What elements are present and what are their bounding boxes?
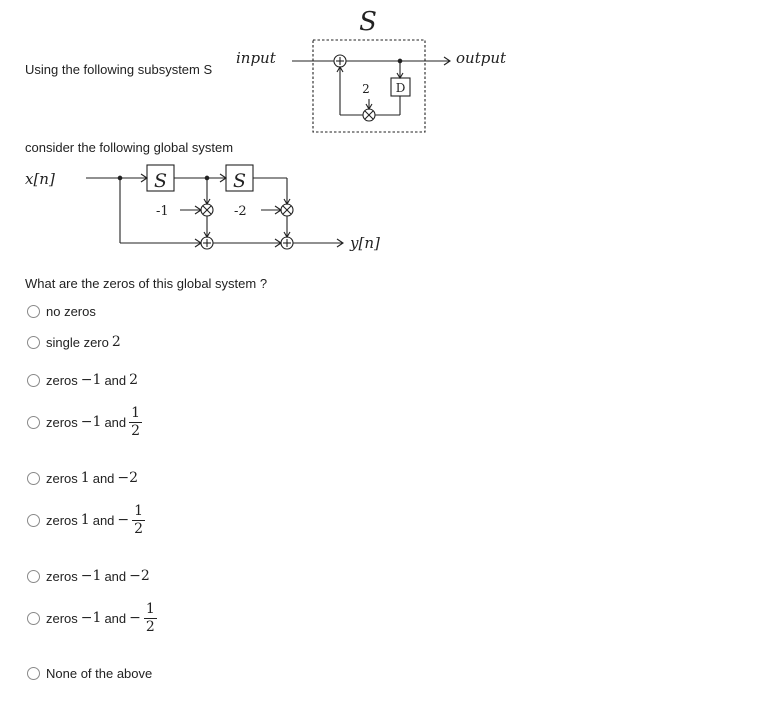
option-zeros-m1-and-mhalf[interactable]: zeros −1 and − 1 2: [27, 602, 157, 634]
option-label: None of the above: [46, 666, 153, 681]
fraction: 1 2: [129, 405, 143, 439]
fraction-bar: [143, 617, 157, 619]
option-label: zeros: [46, 372, 78, 388]
option-zeros-1-and-m2[interactable]: zeros 1 and −2: [27, 470, 141, 486]
option-joiner: and: [104, 610, 127, 626]
radio-button[interactable]: [27, 335, 40, 349]
zero-value-b: −2: [117, 470, 139, 486]
option-label: zeros: [46, 470, 78, 486]
subsystem-output-label: output: [456, 49, 507, 67]
gain-2: -2: [234, 204, 247, 219]
minus-sign: −: [129, 610, 141, 627]
option-no-zeros[interactable]: no zeros: [27, 304, 96, 319]
option-joiner: and: [104, 414, 127, 430]
intro-text: Using the following subsystem S: [25, 62, 213, 77]
global-system-text: consider the following global system: [25, 140, 234, 155]
zero-value-a: −1: [80, 414, 102, 431]
zero-value-a: 1: [80, 470, 90, 486]
option-joiner: and: [104, 372, 127, 388]
subsystem-dashed-box: [312, 39, 426, 133]
option-single-zero-2[interactable]: single zero 2: [27, 334, 124, 350]
fraction: 1 2: [143, 601, 157, 635]
fraction-bar: [132, 519, 146, 521]
option-joiner: and: [92, 512, 115, 528]
global-input-label: x[n]: [25, 170, 55, 188]
fraction-numerator: 1: [131, 405, 141, 421]
option-joiner: and: [104, 568, 127, 584]
zero-value-b: 2: [129, 372, 139, 388]
radio-button[interactable]: [27, 471, 40, 485]
option-zeros-m1-and-2[interactable]: zeros −1 and 2: [27, 372, 141, 388]
radio-button[interactable]: [27, 415, 40, 429]
subsystem-s-diagram: S input output D 2: [236, 7, 507, 133]
zero-value-a: −1: [80, 568, 102, 584]
gain-1: -1: [156, 204, 169, 219]
option-zeros-m1-and-m2[interactable]: zeros −1 and −2: [27, 568, 153, 584]
radio-button[interactable]: [27, 569, 40, 583]
subsystem-gain: 2: [362, 82, 370, 96]
fraction-denominator: 2: [145, 618, 155, 635]
option-label: no zeros: [46, 304, 96, 319]
zero-value: 2: [111, 334, 121, 350]
subsystem-input-label: input: [236, 49, 277, 67]
minus-sign: −: [117, 512, 130, 529]
option-none-of-the-above[interactable]: None of the above: [27, 666, 152, 681]
block-diagrams: S input output D 2 x[n] y[n]: [25, 7, 507, 252]
block-s-2-label: S: [233, 170, 246, 192]
fraction-numerator: 1: [134, 503, 144, 519]
zero-value-a: 1: [80, 512, 90, 529]
option-joiner: and: [92, 470, 115, 486]
option-label: zeros: [46, 610, 78, 626]
option-label: zeros: [46, 414, 78, 430]
fraction-denominator: 2: [134, 520, 144, 537]
radio-button[interactable]: [27, 305, 40, 318]
zero-value-a: −1: [80, 610, 102, 627]
global-system-diagram: x[n] y[n] S S -1 -2: [25, 164, 380, 252]
zero-value-a: −1: [80, 372, 102, 388]
zero-value-b: −2: [129, 568, 150, 584]
question-text: What are the zeros of this global system…: [25, 276, 268, 291]
option-zeros-1-and-mhalf[interactable]: zeros 1 and − 1 2: [27, 503, 146, 537]
global-output-label: y[n]: [349, 234, 380, 252]
option-label: zeros: [46, 568, 78, 584]
delay-label: D: [396, 81, 406, 95]
option-label: single zero: [46, 334, 109, 350]
radio-button[interactable]: [27, 513, 40, 527]
subsystem-title: S: [359, 7, 377, 37]
radio-button[interactable]: [27, 373, 40, 387]
fraction-denominator: 2: [131, 422, 141, 439]
option-label: zeros: [46, 512, 78, 528]
radio-button[interactable]: [27, 667, 40, 680]
block-s-1-label: S: [154, 170, 167, 192]
fraction: 1 2: [132, 503, 146, 537]
option-zeros-m1-and-half[interactable]: zeros −1 and 1 2: [27, 405, 143, 439]
fraction-bar: [129, 421, 143, 423]
fraction-numerator: 1: [145, 601, 155, 617]
radio-button[interactable]: [27, 611, 40, 625]
